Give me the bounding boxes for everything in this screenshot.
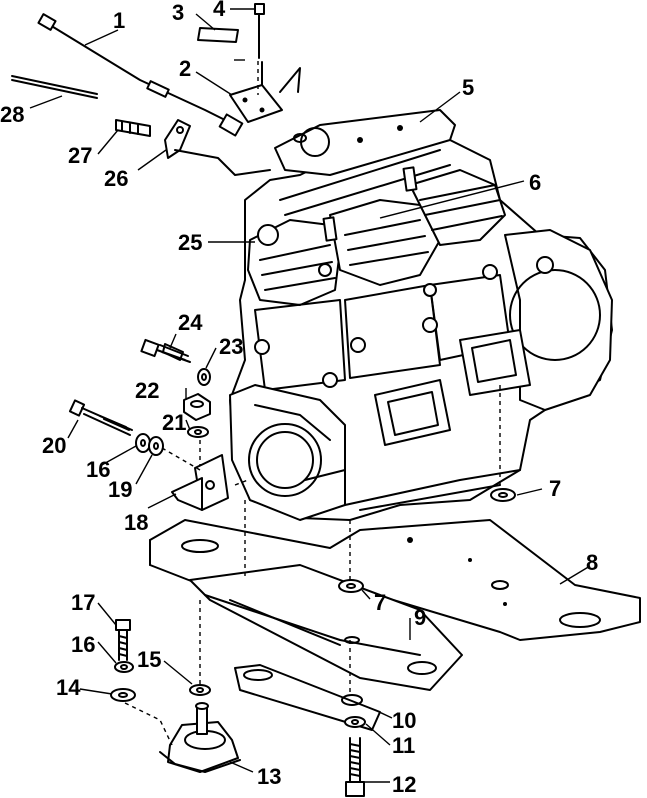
callout-5: 5 [462,75,474,100]
engine-block [229,109,613,521]
callout-19: 19 [108,477,132,502]
bolt [115,619,131,661]
callout-13: 13 [257,764,281,789]
strap-plate [234,664,381,731]
bolt [68,399,133,436]
callout-18: 18 [124,510,148,535]
pin [11,75,98,99]
callout-17: 17 [71,590,95,615]
callout-21: 21 [162,410,186,435]
leader-lines [29,8,591,783]
callout-25: 25 [178,230,202,255]
callout-15: 15 [137,647,161,672]
washer [490,488,516,502]
lock-washer [148,436,164,456]
callout-16-upper: 16 [86,457,110,482]
washer [197,368,211,386]
fitting [115,119,151,137]
angle-bracket [171,454,229,511]
washer [187,426,209,438]
callout-24: 24 [178,310,203,335]
washer [344,716,366,728]
washer [135,433,151,453]
callout-22: 22 [135,378,159,403]
lever [164,119,271,176]
callout-14: 14 [56,675,81,700]
callout-3: 3 [172,0,184,25]
washer [110,688,136,702]
screw [254,3,265,59]
callout-27: 27 [68,143,92,168]
callout-16-lower: 16 [71,632,95,657]
callout-7-lower: 7 [374,590,386,615]
callout-28: 28 [0,102,24,127]
cable-bracket [229,61,301,123]
bolt [345,737,365,797]
rubber-mount [159,702,241,773]
callout-9: 9 [414,605,426,630]
lower-mount-plate [189,564,463,691]
callout-12: 12 [392,772,416,797]
callout-labels: 1 2 3 4 5 6 7 7 8 9 10 11 12 13 14 15 16… [0,0,598,797]
washer [189,684,211,696]
throttle-cable [37,13,244,137]
decal [197,27,239,43]
callout-1: 1 [113,8,125,33]
callout-7-upper: 7 [549,476,561,501]
callout-20: 20 [42,433,66,458]
callout-23: 23 [219,334,243,359]
washer [338,579,364,593]
callout-2: 2 [179,56,191,81]
callout-11: 11 [392,733,415,758]
lock-washer [114,661,134,673]
bolt [140,338,191,363]
callout-26: 26 [104,166,128,191]
nut [183,393,211,421]
callout-4: 4 [213,0,226,21]
callout-6: 6 [529,170,541,195]
callout-10: 10 [392,708,416,733]
callout-8: 8 [586,550,598,575]
